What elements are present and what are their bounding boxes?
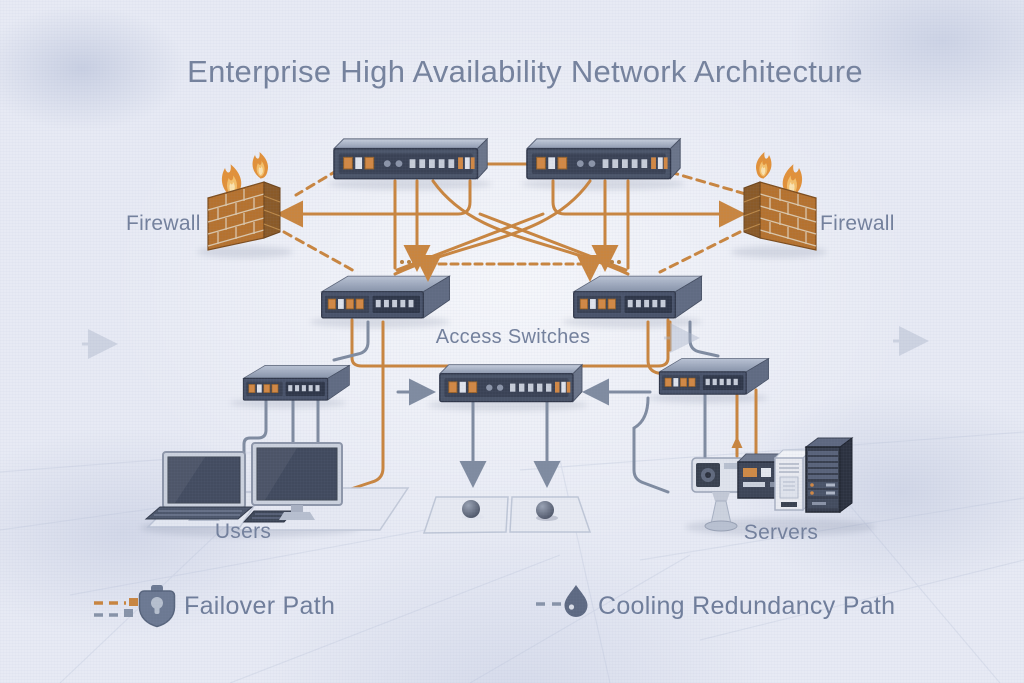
firewall-right [744,152,816,250]
access-switches-label: Access Switches [435,326,591,348]
link-core2-firewall-right [551,179,746,228]
workstation-1 [144,451,296,523]
servers-group [691,437,854,532]
brick-wall-icon [208,152,280,250]
cooling-tiles [422,496,592,534]
servers-label: Servers [743,521,819,544]
users-label: Users [214,520,272,543]
security-camera [691,457,745,532]
legend-failover-label: Failover Path [184,592,336,620]
firewall-right-label: Firewall [820,212,895,235]
legend-graphics [94,585,588,628]
distribution-switch-left [242,364,350,401]
core-switch-2 [526,138,681,180]
core-switch-1 [333,138,488,180]
floor-grid [0,431,1024,683]
distribution-switch-center [439,364,583,403]
users-group [144,442,410,531]
distribution-switch-right [658,357,770,395]
access-redundancy-link [400,255,621,282]
workstation-2 [251,442,343,520]
access-switch-left [321,275,451,319]
link-core1-firewall-left [276,179,472,228]
failover-dashed-links [282,168,758,274]
ghost-arrows [82,323,929,359]
brick-wall-icon [744,152,816,250]
shield-lock-icon [138,585,176,628]
legend-cooling-label: Cooling Redundancy Path [598,592,896,620]
firewall-left-label: Firewall [126,212,201,235]
server-rack [804,437,854,513]
up-arrow [731,436,743,448]
water-droplet-icon [564,585,588,617]
keyboard [144,506,254,520]
access-switch-right [573,275,703,319]
coolant-drop [536,501,554,519]
coolant-drop [462,500,480,518]
firewall-left [208,152,280,250]
diagram-title: Enterprise High Availability Network Arc… [187,54,863,89]
